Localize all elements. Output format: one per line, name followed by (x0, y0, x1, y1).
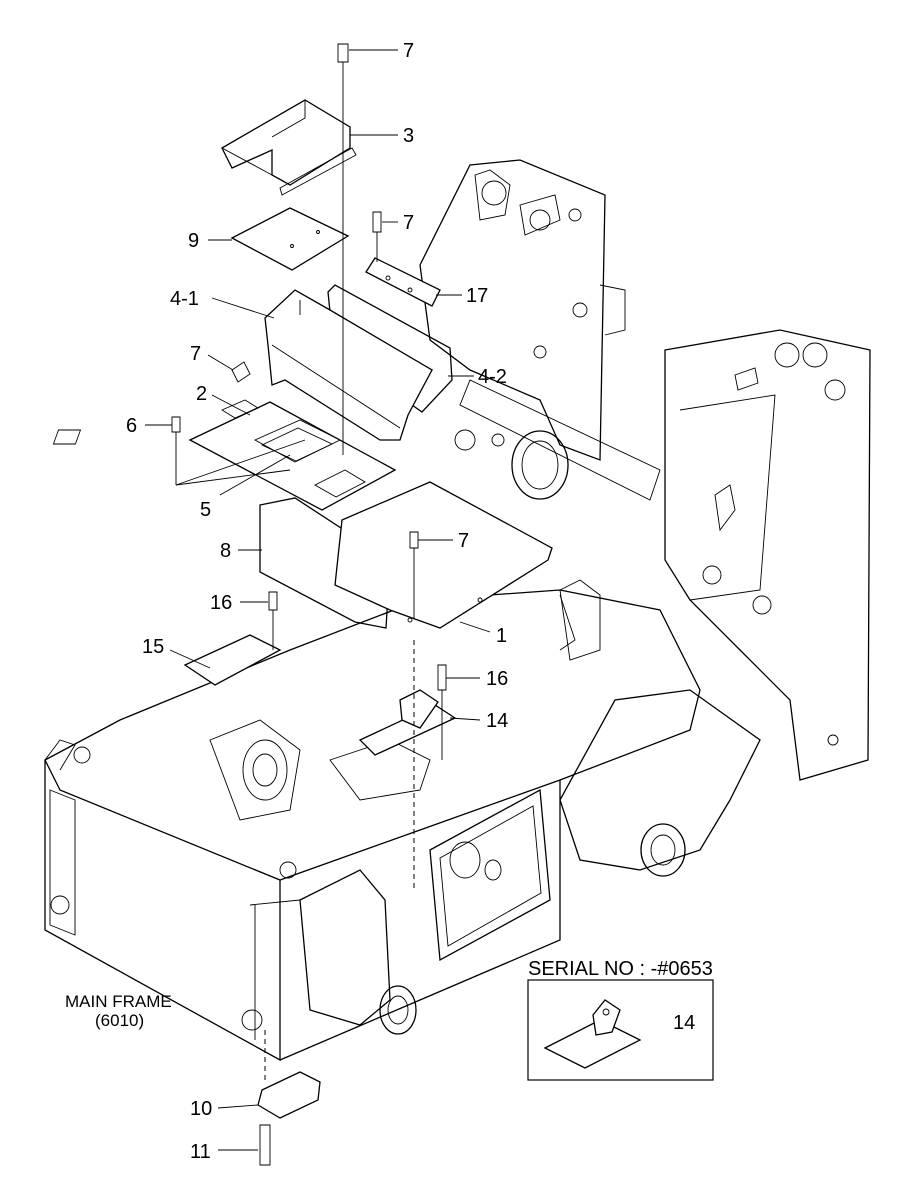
leader-lines (145, 49, 668, 1151)
main-frame-label: MAIN FRAME (65, 992, 172, 1011)
callout-15: 15 (142, 636, 164, 658)
serial-number-label: SERIAL NO : -#0653 (528, 958, 713, 980)
serial-inset: SERIAL NO : -#0653 (527, 958, 714, 1081)
callout-17: 17 (466, 285, 488, 307)
callout-1: 1 (496, 625, 507, 647)
callout-7-side: 7 (190, 343, 201, 365)
callout-3: 3 (403, 125, 414, 147)
callouts: 7 3 7 9 17 4-1 7 4-2 2 6 5 8 7 16 1 15 1… (126, 40, 695, 1163)
part-3-cover (221, 99, 357, 196)
part-15-plate (183, 634, 282, 686)
part-4-1-panel (264, 289, 433, 441)
main-frame (44, 159, 871, 1062)
main-frame-code: (6010) (95, 1011, 144, 1030)
assembly-lines (175, 62, 443, 1080)
callout-9: 9 (188, 230, 199, 252)
fasteners (171, 43, 447, 1166)
main-frame-caption: MAIN FRAME (6010) (65, 992, 172, 1030)
callout-14-inset: 14 (673, 1012, 695, 1034)
callout-10: 10 (190, 1098, 212, 1120)
part-10-cover-plate (257, 1071, 321, 1119)
callout-8: 8 (220, 540, 231, 562)
callout-5: 5 (200, 499, 211, 521)
callout-14: 14 (486, 710, 508, 732)
callout-7-top: 7 (403, 40, 414, 62)
callout-11: 11 (190, 1141, 211, 1163)
callout-4-2: 4-2 (478, 366, 507, 388)
part-17-bracket (365, 257, 441, 307)
callout-6: 6 (126, 415, 137, 437)
part-1-floor-plate (334, 481, 553, 629)
part-2-plate (52, 399, 397, 511)
callout-2: 2 (196, 383, 207, 405)
part-14-bracket (358, 689, 457, 756)
part-9-plate (230, 207, 350, 271)
callout-4-1: 4-1 (170, 288, 199, 310)
callout-16-left: 16 (210, 592, 232, 614)
callout-16-right: 16 (486, 668, 508, 690)
callout-7-bracket: 7 (403, 212, 414, 234)
callout-7-floor: 7 (458, 530, 469, 552)
